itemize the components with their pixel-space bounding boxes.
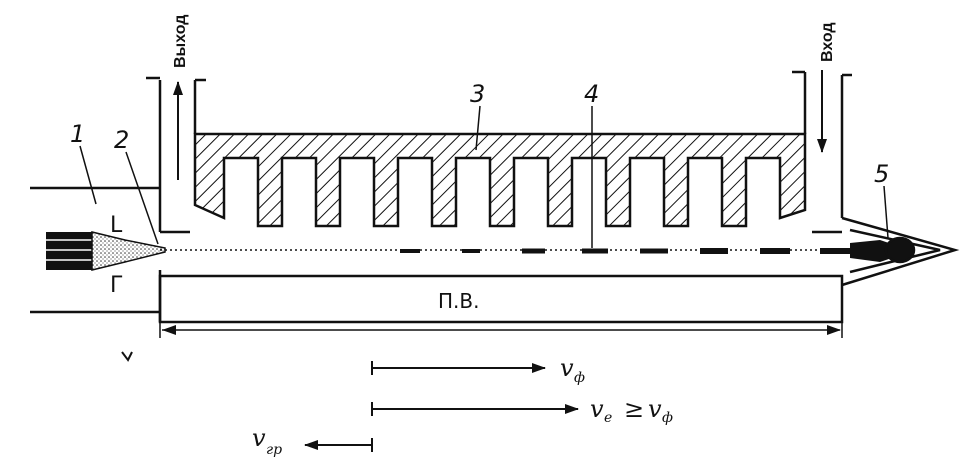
interaction-space-label: П.В. <box>438 289 479 313</box>
label-L: L <box>110 213 123 238</box>
label-G: Г <box>110 273 123 298</box>
svg-text:ф: ф <box>574 370 585 386</box>
svg-text:e: e <box>604 410 612 426</box>
outlet-label: Выход <box>172 15 189 68</box>
leader-lines <box>79 105 889 248</box>
collector <box>841 216 960 287</box>
lower-wall <box>158 73 852 324</box>
svg-text:v: v <box>590 395 604 423</box>
electron-beam <box>160 240 900 262</box>
small-mark <box>121 351 133 362</box>
svg-text:v: v <box>252 424 266 452</box>
svg-text:гр: гр <box>266 442 282 458</box>
inlet-label: Вход <box>819 22 836 62</box>
velocity-v-e: v e ≥ v ф <box>371 395 673 426</box>
label-2: 2 <box>114 126 129 154</box>
label-1: 1 <box>70 120 85 148</box>
cathode <box>46 231 166 271</box>
svg-text:ф: ф <box>662 410 673 426</box>
label-3: 3 <box>470 80 485 108</box>
svg-text:v: v <box>648 395 662 423</box>
svg-text:≥: ≥ <box>624 395 644 423</box>
svg-text:v: v <box>560 354 574 382</box>
slow-wave-structure <box>193 70 807 228</box>
velocity-v-gr: v гр <box>252 424 373 458</box>
velocity-v-f: v ф <box>371 354 585 386</box>
label-5: 5 <box>874 160 889 188</box>
label-4: 4 <box>584 80 599 108</box>
